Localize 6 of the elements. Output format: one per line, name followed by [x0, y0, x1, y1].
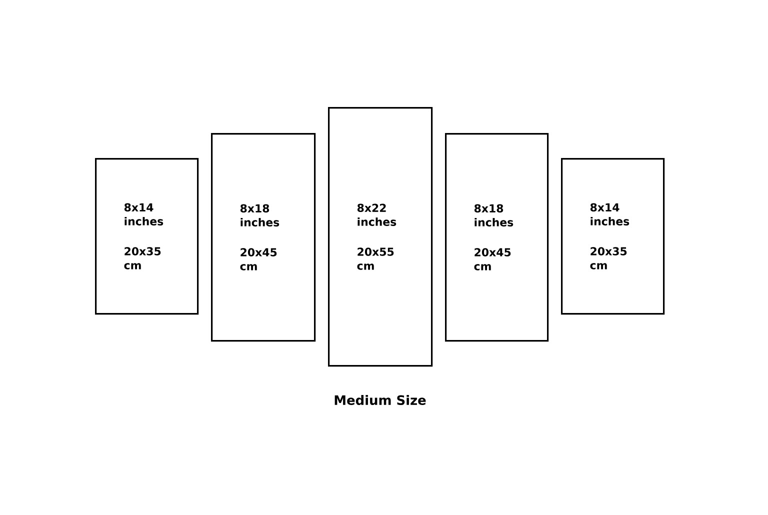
panel-box: 8x14 inches 20x35 cm	[561, 158, 665, 315]
panel-box: 8x22 inches 20x55 cm	[328, 107, 433, 367]
panel-box: 8x18 inches 20x45 cm	[445, 133, 549, 342]
panel-box: 8x18 inches 20x45 cm	[211, 133, 316, 342]
panel-box: 8x14 inches 20x35 cm	[95, 158, 199, 315]
caption: Medium Size	[334, 394, 426, 405]
